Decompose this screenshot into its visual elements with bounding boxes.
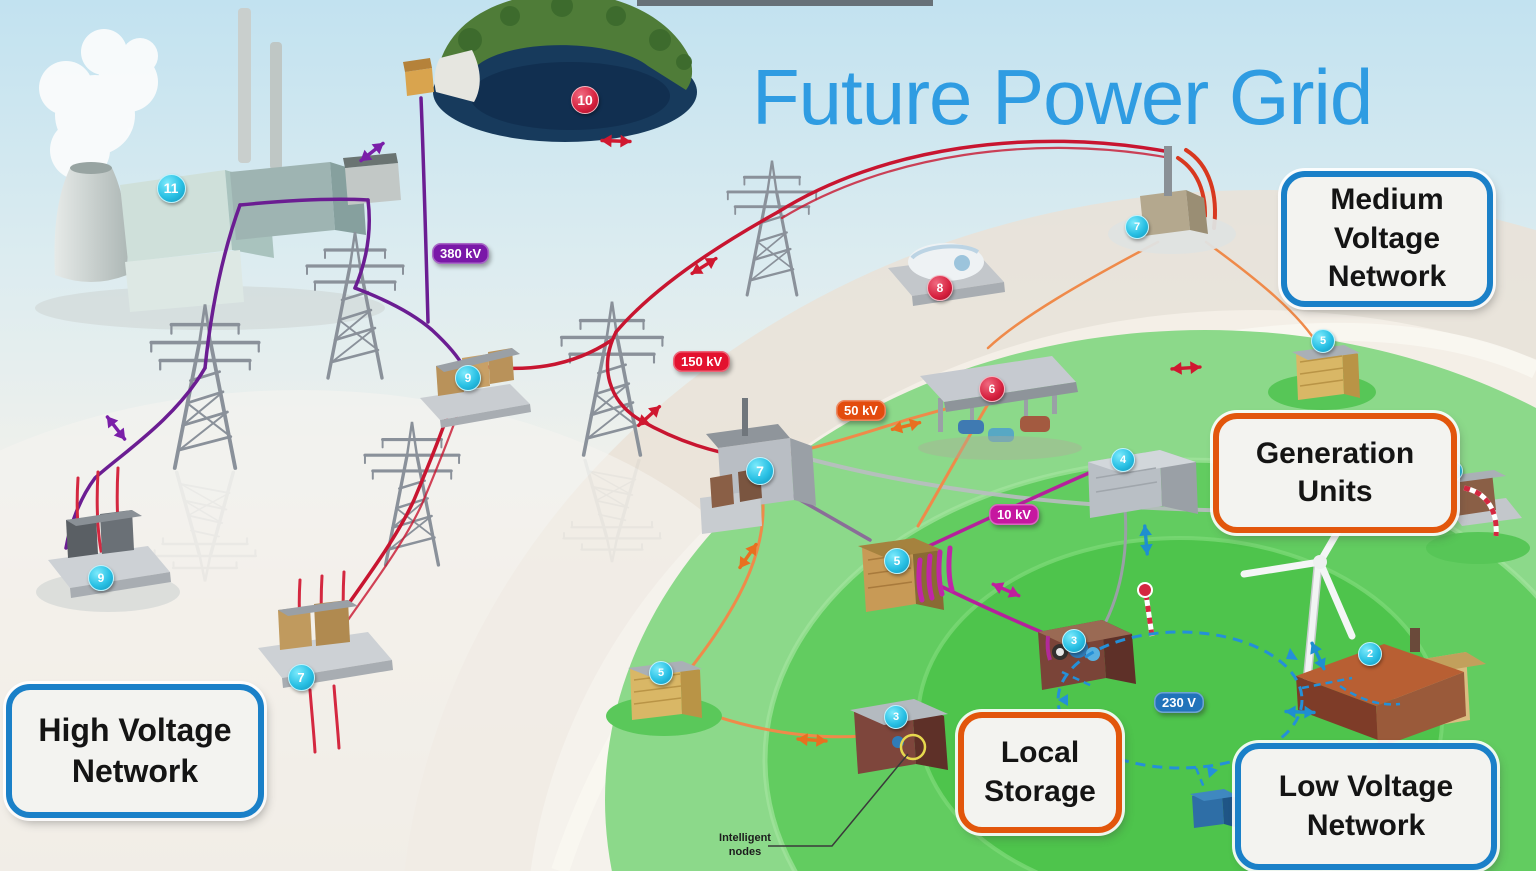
callout-high-voltage-label: High Voltage Network bbox=[38, 712, 232, 789]
callout-generation-units-label: Generation Units bbox=[1255, 436, 1415, 508]
cooling-tower bbox=[54, 168, 128, 282]
top-bar bbox=[637, 0, 933, 6]
voltage-badge-150kv: 150 kV bbox=[673, 351, 731, 372]
power-lines-380kv bbox=[64, 96, 466, 550]
hydro-reservoir bbox=[403, 0, 697, 142]
storage-unit-5-right bbox=[1268, 345, 1376, 410]
callout-low-voltage-label: Low Voltage Network bbox=[1278, 770, 1454, 842]
warehouse-4 bbox=[1088, 450, 1198, 518]
callout-high-voltage-network: High Voltage Network bbox=[6, 684, 264, 818]
callout-low-voltage-network: Low Voltage Network bbox=[1235, 743, 1497, 870]
smart-device-box bbox=[1190, 789, 1238, 828]
bus-depot-6 bbox=[918, 356, 1082, 460]
farmhouse-2 bbox=[1240, 486, 1501, 816]
transformer-5-coils bbox=[858, 538, 955, 612]
power-plant bbox=[35, 8, 401, 330]
callout-generation-units: Generation Units bbox=[1213, 413, 1457, 533]
callout-local-storage: Local Storage bbox=[958, 712, 1122, 833]
intelligent-nodes-annotation: Intelligent nodes bbox=[719, 832, 771, 858]
local-storage-3-bottom bbox=[850, 699, 948, 774]
page-title: Future Power Grid bbox=[752, 53, 1373, 141]
transformer-right-edge bbox=[1426, 470, 1530, 564]
lv-230v-ring bbox=[1056, 630, 1401, 791]
callout-medium-voltage-label: Medium Voltage Network bbox=[1327, 183, 1447, 294]
voltage-badge-10kv: 10 kV bbox=[989, 504, 1039, 525]
voltage-badge-380kv: 380 kV bbox=[432, 243, 490, 264]
hv-substation-mid bbox=[420, 348, 531, 428]
dam-wall bbox=[434, 50, 480, 102]
voltage-badge-230v: 230 V bbox=[1154, 692, 1204, 713]
intelligent-node-pointer bbox=[768, 733, 927, 847]
callout-medium-voltage-network: Medium Voltage Network bbox=[1281, 171, 1493, 307]
smoke-plume bbox=[39, 29, 158, 180]
callout-local-storage-label: Local Storage bbox=[984, 736, 1096, 808]
voltage-badge-50kv: 50 kV bbox=[836, 400, 886, 421]
